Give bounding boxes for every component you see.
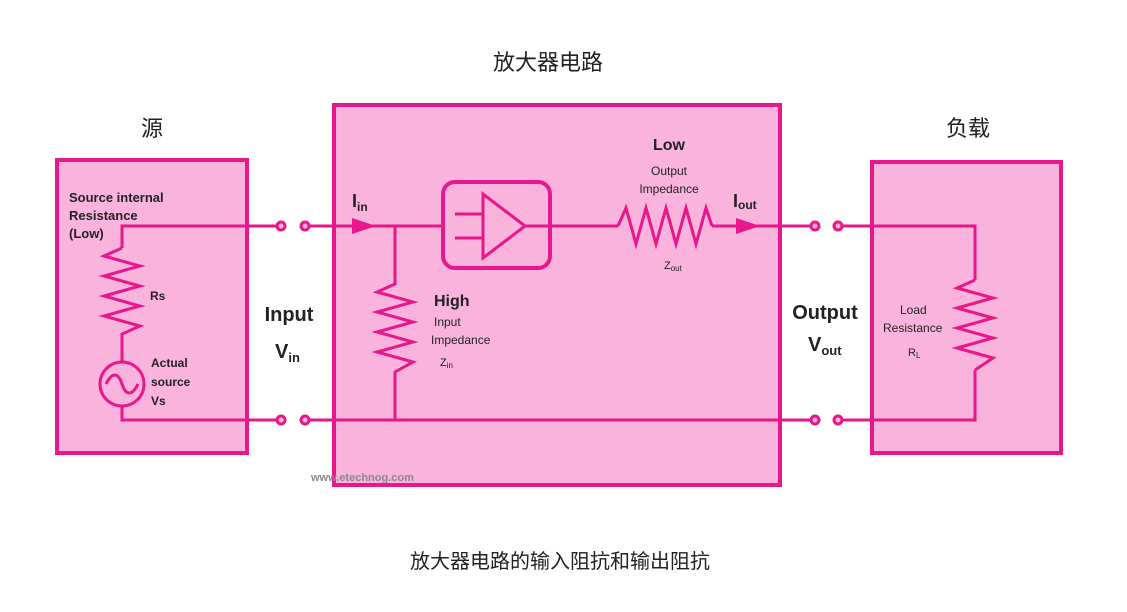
vout-label: Vout bbox=[808, 334, 842, 358]
source-internal-label-2: Resistance bbox=[69, 208, 138, 223]
input-impedance-label-2: Impedance bbox=[431, 333, 491, 347]
low-label: Low bbox=[653, 137, 686, 154]
output-terminal-bottom-2 bbox=[832, 414, 844, 426]
input-terminal-top-2 bbox=[299, 220, 311, 232]
output-terminal-bottom-1 bbox=[809, 414, 821, 426]
iout-label: Iout bbox=[733, 191, 757, 212]
watermark: www.etechnog.com bbox=[310, 472, 414, 484]
amplifier-box bbox=[332, 103, 782, 487]
zout-resistor-icon bbox=[616, 202, 714, 250]
zin-resistor-icon bbox=[371, 226, 419, 420]
output-terminal-top-2 bbox=[832, 220, 844, 232]
rl-label: RL bbox=[908, 347, 921, 360]
amplifier-icon bbox=[441, 180, 552, 270]
load-label-2: Resistance bbox=[883, 321, 943, 335]
iout-arrow-icon bbox=[736, 218, 760, 234]
actual-source-label-3: Vs bbox=[151, 394, 166, 408]
input-label: Input bbox=[265, 304, 314, 326]
diagram-title: 放大器电路 bbox=[493, 51, 603, 76]
ac-source-icon bbox=[98, 360, 146, 408]
source-heading: 源 bbox=[141, 117, 163, 142]
rs-resistor-icon bbox=[98, 246, 146, 362]
source-internal-label-1: Source internal bbox=[69, 190, 164, 205]
input-terminal-top-1 bbox=[275, 220, 287, 232]
vin-label: Vin bbox=[275, 341, 300, 365]
source-box bbox=[55, 158, 249, 455]
load-heading: 负载 bbox=[946, 117, 990, 142]
input-terminal-bottom-2 bbox=[299, 414, 311, 426]
diagram-caption: 放大器电路的输入阻抗和输出阻抗 bbox=[410, 549, 710, 573]
input-impedance-label-1: Input bbox=[434, 315, 461, 329]
actual-source-label-2: source bbox=[151, 375, 191, 389]
output-label: Output bbox=[792, 302, 858, 324]
zin-label: Zin bbox=[440, 357, 453, 370]
iin-label: Iin bbox=[352, 191, 368, 214]
iin-arrow-icon bbox=[352, 218, 376, 234]
load-label-1: Load bbox=[900, 303, 927, 317]
rs-label: Rs bbox=[150, 289, 166, 303]
source-internal-label-3: (Low) bbox=[69, 226, 104, 241]
high-label: High bbox=[434, 293, 470, 310]
rl-resistor-icon bbox=[951, 278, 999, 372]
output-impedance-label-1: Output bbox=[651, 164, 688, 178]
output-impedance-label-2: Impedance bbox=[639, 182, 699, 196]
zout-label: Zout bbox=[664, 260, 683, 273]
actual-source-label-1: Actual bbox=[151, 356, 188, 370]
input-terminal-bottom-1 bbox=[275, 414, 287, 426]
load-box bbox=[870, 160, 1063, 455]
bottom-wire bbox=[120, 370, 977, 422]
output-terminal-top-1 bbox=[809, 220, 821, 232]
